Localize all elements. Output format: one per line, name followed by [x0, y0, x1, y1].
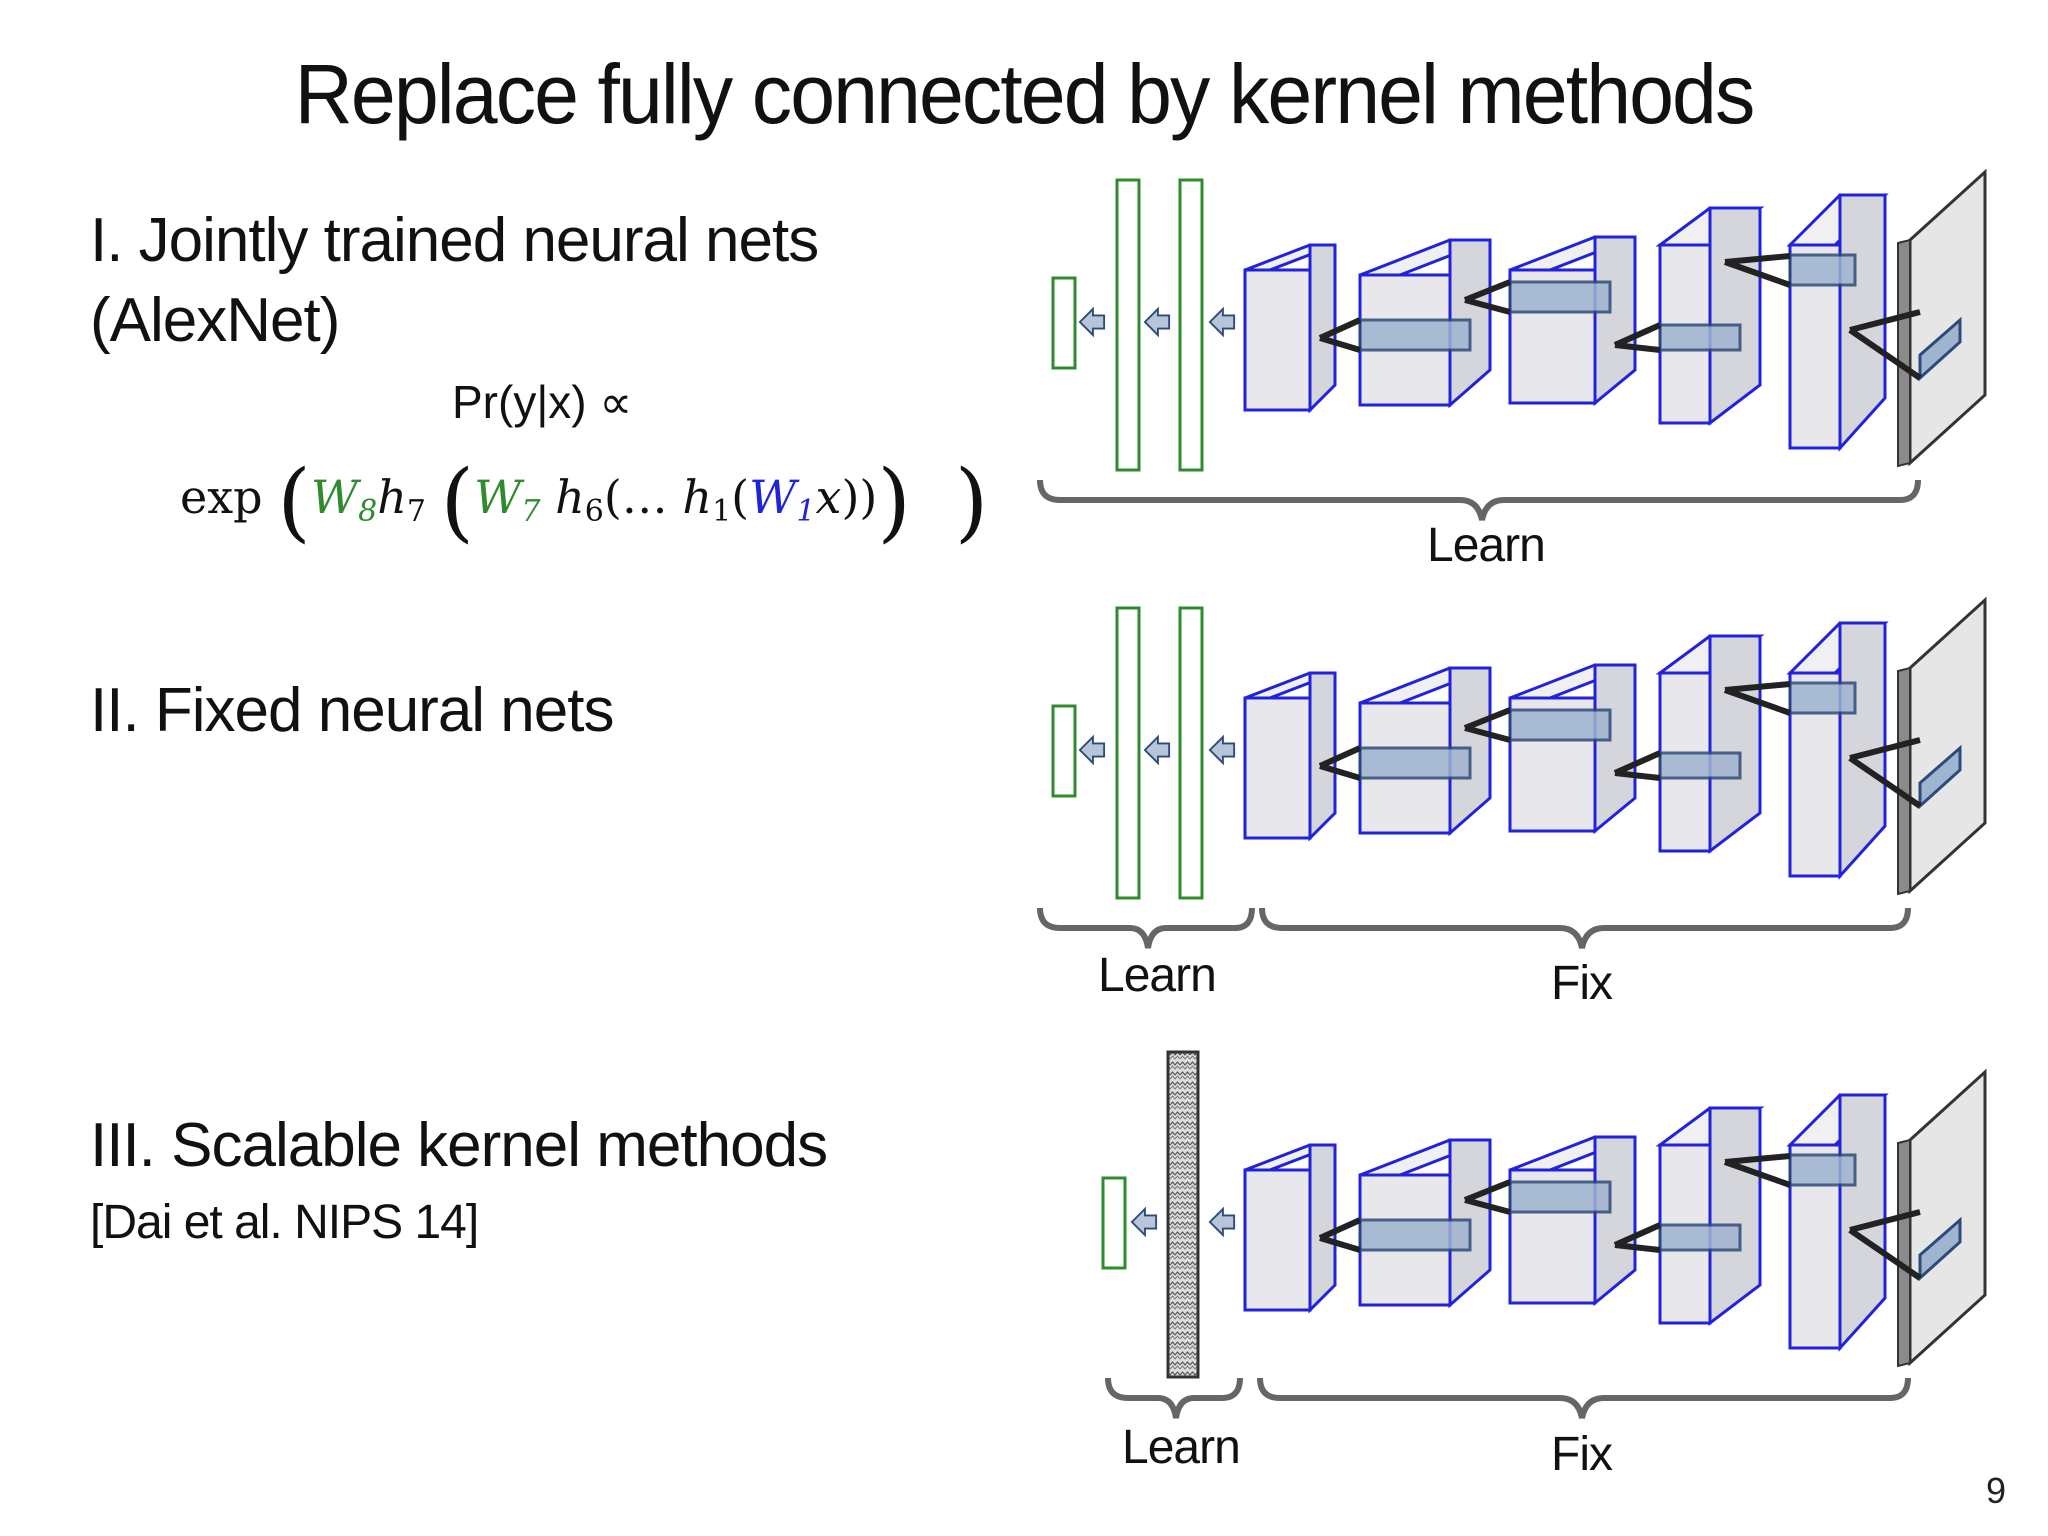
formula-expression: exp (W8h7 (W7 h6(… h1(W1x))) ) — [180, 452, 989, 552]
brace-learn — [1037, 479, 1921, 521]
fc-layer — [1115, 178, 1141, 472]
diagram-2-learn-label: Learn — [1098, 949, 1217, 1002]
formula-x: x — [815, 470, 842, 524]
diagram-3-fix-label: Fix — [1551, 1428, 1613, 1481]
diagram-2-fix-label: Fix — [1551, 957, 1613, 1010]
formula-h1: h — [682, 470, 713, 524]
diagram-1-learn-label: Learn — [1427, 519, 1546, 572]
slide-title: Replace fully connected by kernel method… — [294, 47, 1756, 141]
page-number: 9 — [1985, 1470, 2006, 1511]
formula-exp: exp — [180, 470, 263, 524]
brace-fix — [1257, 1377, 1911, 1419]
diagram-1 — [1037, 172, 1985, 521]
diagram-3-learn-label: Learn — [1122, 1421, 1241, 1474]
brace-learn — [1037, 907, 1255, 949]
formula-h7: h — [377, 470, 407, 524]
section-2-heading: II. Fixed neural nets — [90, 676, 614, 745]
formula-w7: W — [474, 470, 522, 524]
fc-layer — [1178, 178, 1204, 472]
formula-w8: W — [310, 470, 359, 524]
section-1-subheading: (AlexNet) — [90, 286, 340, 355]
output-layer — [1101, 1176, 1127, 1270]
section-3-citation: [Dai et al. NIPS 14] — [90, 1196, 479, 1249]
brace-learn — [1105, 1377, 1243, 1419]
output-layer — [1051, 276, 1077, 370]
diagram-2 — [1037, 600, 1985, 949]
formula-ellipsis: … — [621, 470, 668, 524]
formula-h6: h — [555, 470, 585, 524]
kernel-layer — [1166, 1050, 1200, 1379]
formula-probability: Pr(y|x) ∝ — [452, 376, 633, 428]
brace-fix — [1259, 907, 1911, 949]
section-3-heading: III. Scalable kernel methods — [90, 1111, 828, 1180]
formula-w1: W — [749, 470, 797, 524]
diagram-3 — [1101, 1050, 1985, 1419]
output-layer — [1051, 704, 1077, 798]
section-1-heading: I. Jointly trained neural nets — [90, 206, 819, 275]
fc-layer — [1115, 606, 1141, 900]
fc-layer — [1178, 606, 1204, 900]
